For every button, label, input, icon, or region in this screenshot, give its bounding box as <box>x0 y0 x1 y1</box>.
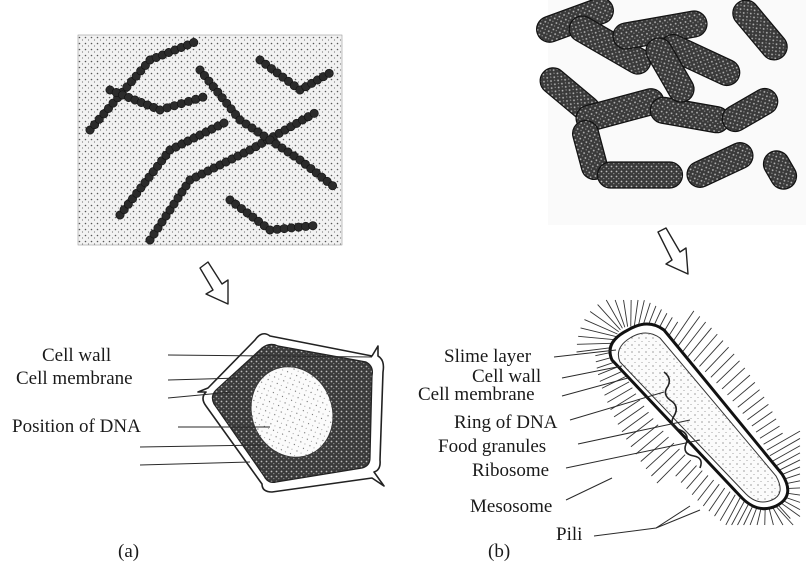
panel-b-label-food-granules: Food granules <box>438 436 546 457</box>
panel-b-label-slime-layer: Slime layer <box>444 346 532 367</box>
panel-b-label-pili: Pili <box>556 524 582 545</box>
panel-b-label-mesosome: Mesosome <box>470 496 552 517</box>
panel-b-bacterium <box>577 300 800 525</box>
panel-a-micrograph <box>78 35 342 245</box>
panel-b-label-ring-of-dna: Ring of DNA <box>454 412 558 433</box>
panel-a-label-cell-wall: Cell wall <box>42 345 111 366</box>
panel-b: Slime layer Cell wall Cell membrane Ring… <box>418 0 806 562</box>
down-arrow-icon <box>658 228 688 274</box>
panel-a-caption: (a) <box>118 541 139 562</box>
panel-b-micrograph <box>533 0 806 225</box>
panel-a-cell <box>198 334 384 492</box>
panel-a-label-position-of-dna: Position of DNA <box>12 416 141 437</box>
panel-b-label-ribosome: Ribosome <box>472 460 549 481</box>
panel-a-label-cell-membrane: Cell membrane <box>16 368 133 389</box>
panel-b-label-cell-membrane: Cell membrane <box>418 384 535 405</box>
down-arrow-icon <box>200 262 228 304</box>
panel-a: Cell wall Cell membrane Position of DNA … <box>12 35 384 562</box>
panel-b-caption: (b) <box>488 541 510 562</box>
